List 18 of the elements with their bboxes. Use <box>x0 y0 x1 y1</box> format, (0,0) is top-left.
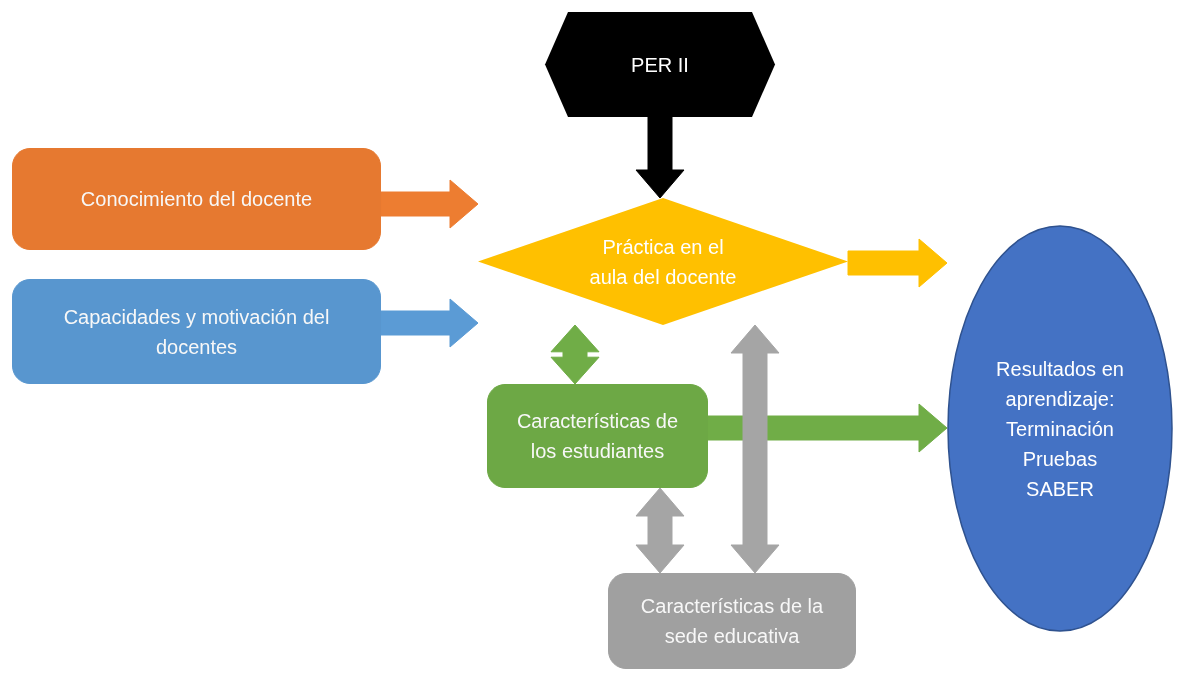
process-box: Características de la sede educativa <box>608 573 856 669</box>
node-label: Terminación <box>1006 416 1114 442</box>
node-label: Resultados en aprendizaje: <box>995 356 1125 412</box>
block-arrow <box>847 238 948 288</box>
node-label: Práctica en el aula del docente <box>588 234 738 290</box>
node-label: Pruebas <box>1022 446 1098 472</box>
block-arrow <box>635 487 685 574</box>
node-label: PER II <box>631 52 689 78</box>
process-box: Conocimiento del docente <box>12 148 381 250</box>
node-label: SABER <box>1026 476 1094 502</box>
block-arrow <box>380 179 479 229</box>
block-arrow <box>635 116 685 199</box>
process-box: Capacidades y motivación del docentes <box>12 279 381 384</box>
block-arrow <box>707 403 948 453</box>
block-arrow <box>550 324 600 385</box>
block-arrow <box>380 298 479 348</box>
block-arrow <box>730 324 780 574</box>
process-box: Características de los estudiantes <box>487 384 708 488</box>
